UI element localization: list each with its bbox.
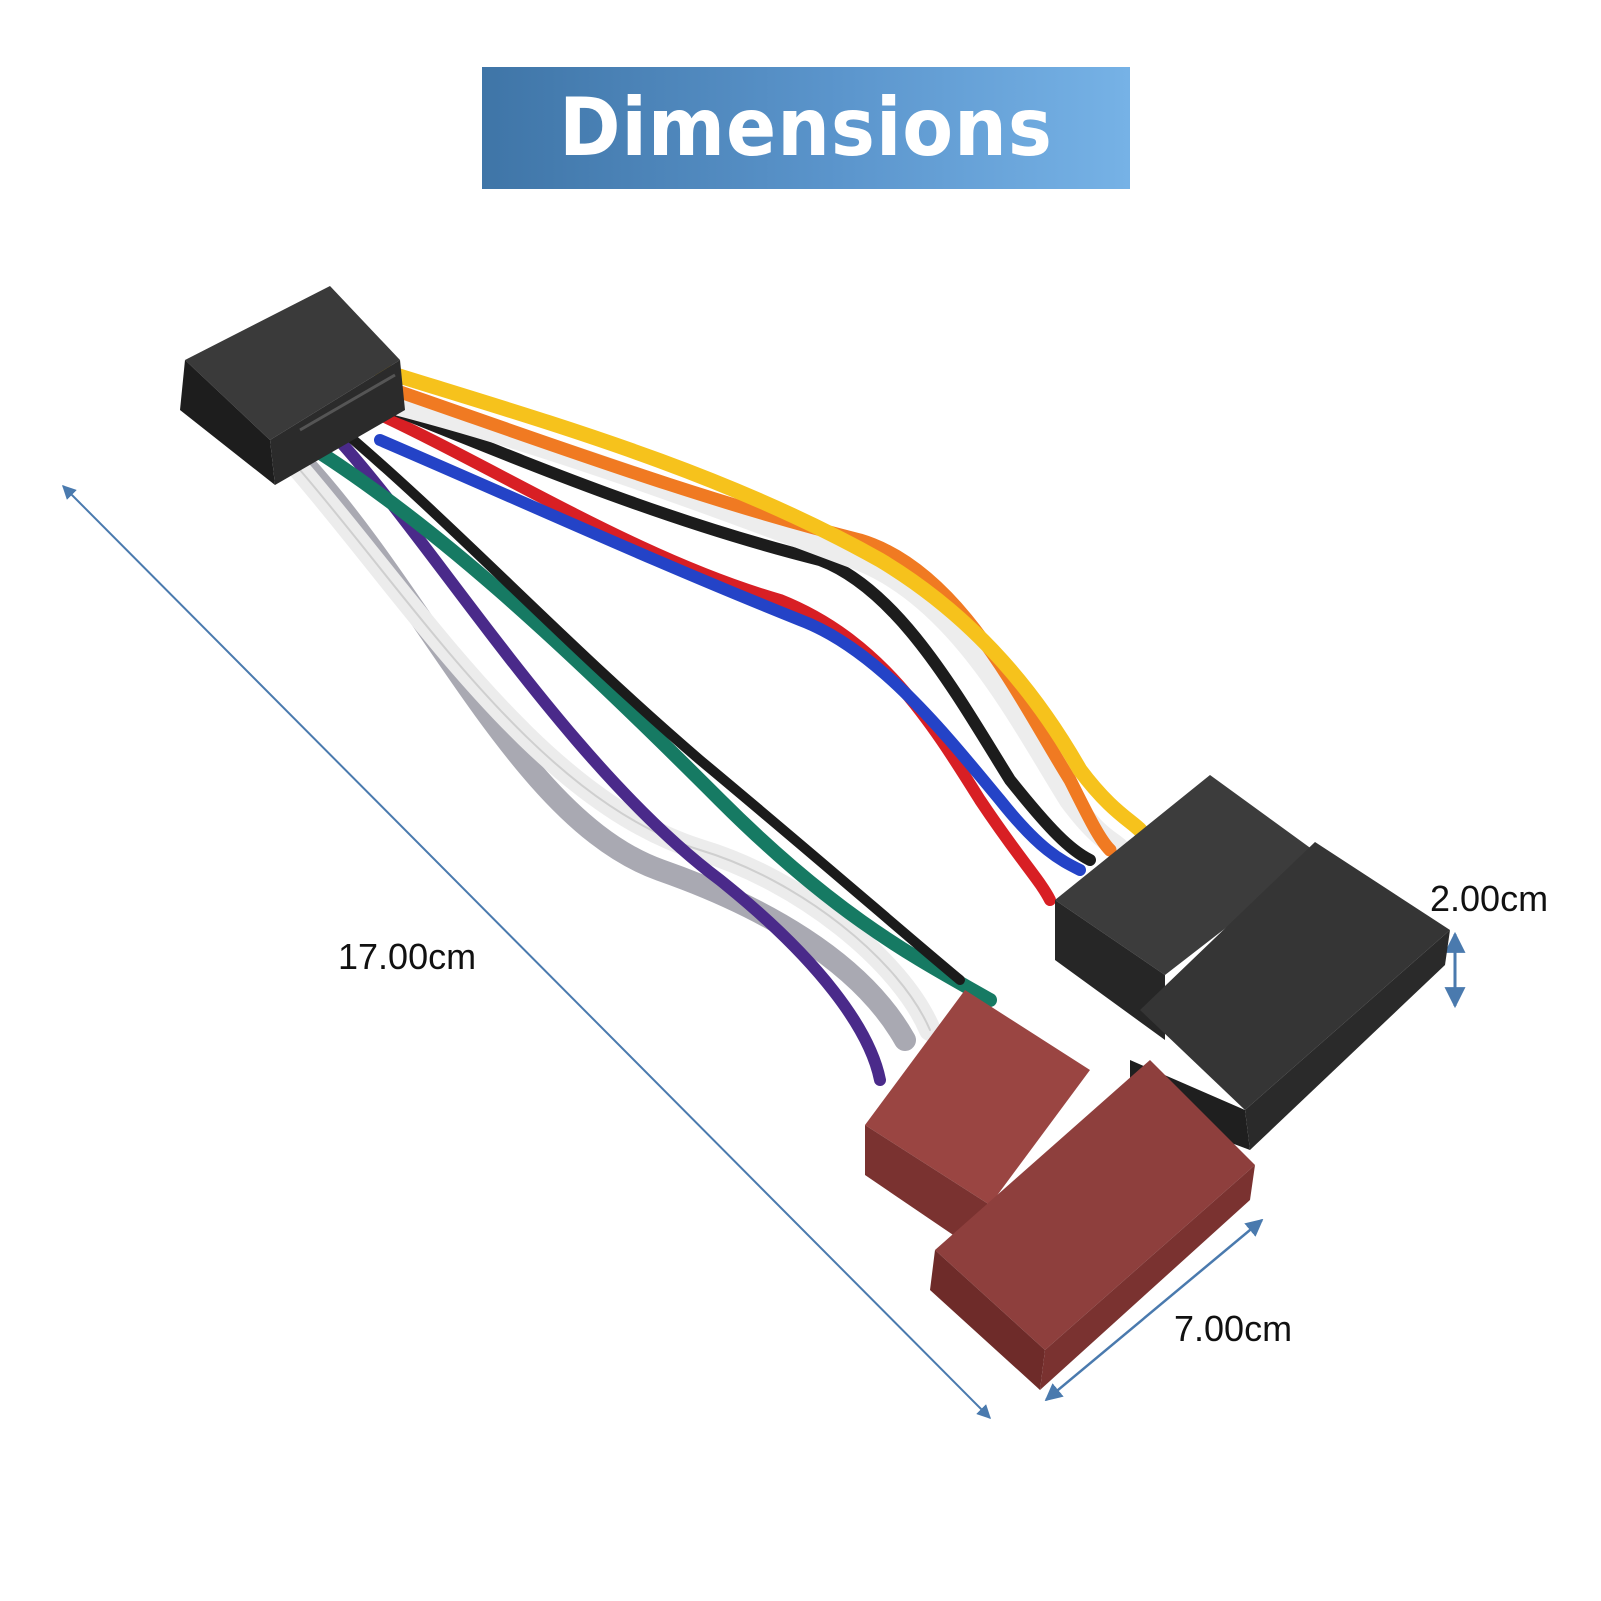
wire-blue [374, 434, 1086, 876]
wire-black-upper [364, 394, 1096, 866]
length-dimension-arrow [62, 485, 991, 1419]
wire-red [364, 404, 1056, 906]
wire-green [293, 433, 997, 1007]
page-title: Dimensions [559, 81, 1053, 175]
wire-purple [314, 414, 886, 1086]
wire-yellow [372, 362, 1148, 838]
length-label: 17.00cm [338, 936, 477, 977]
wire-black-lower [325, 415, 965, 985]
width-label: 7.00cm [1174, 1308, 1293, 1349]
black-iso-connector [1055, 775, 1450, 1150]
height-label: 2.00cm [1430, 878, 1549, 919]
title-banner: Dimensions [482, 67, 1130, 189]
wire-white-lower-outline [299, 469, 931, 1031]
width-dimension-arrow [1044, 1218, 1264, 1402]
small-black-connector [180, 286, 405, 485]
red-iso-connector [865, 990, 1255, 1390]
wire-bundle [289, 362, 1148, 1086]
wire-orange [373, 378, 1117, 857]
